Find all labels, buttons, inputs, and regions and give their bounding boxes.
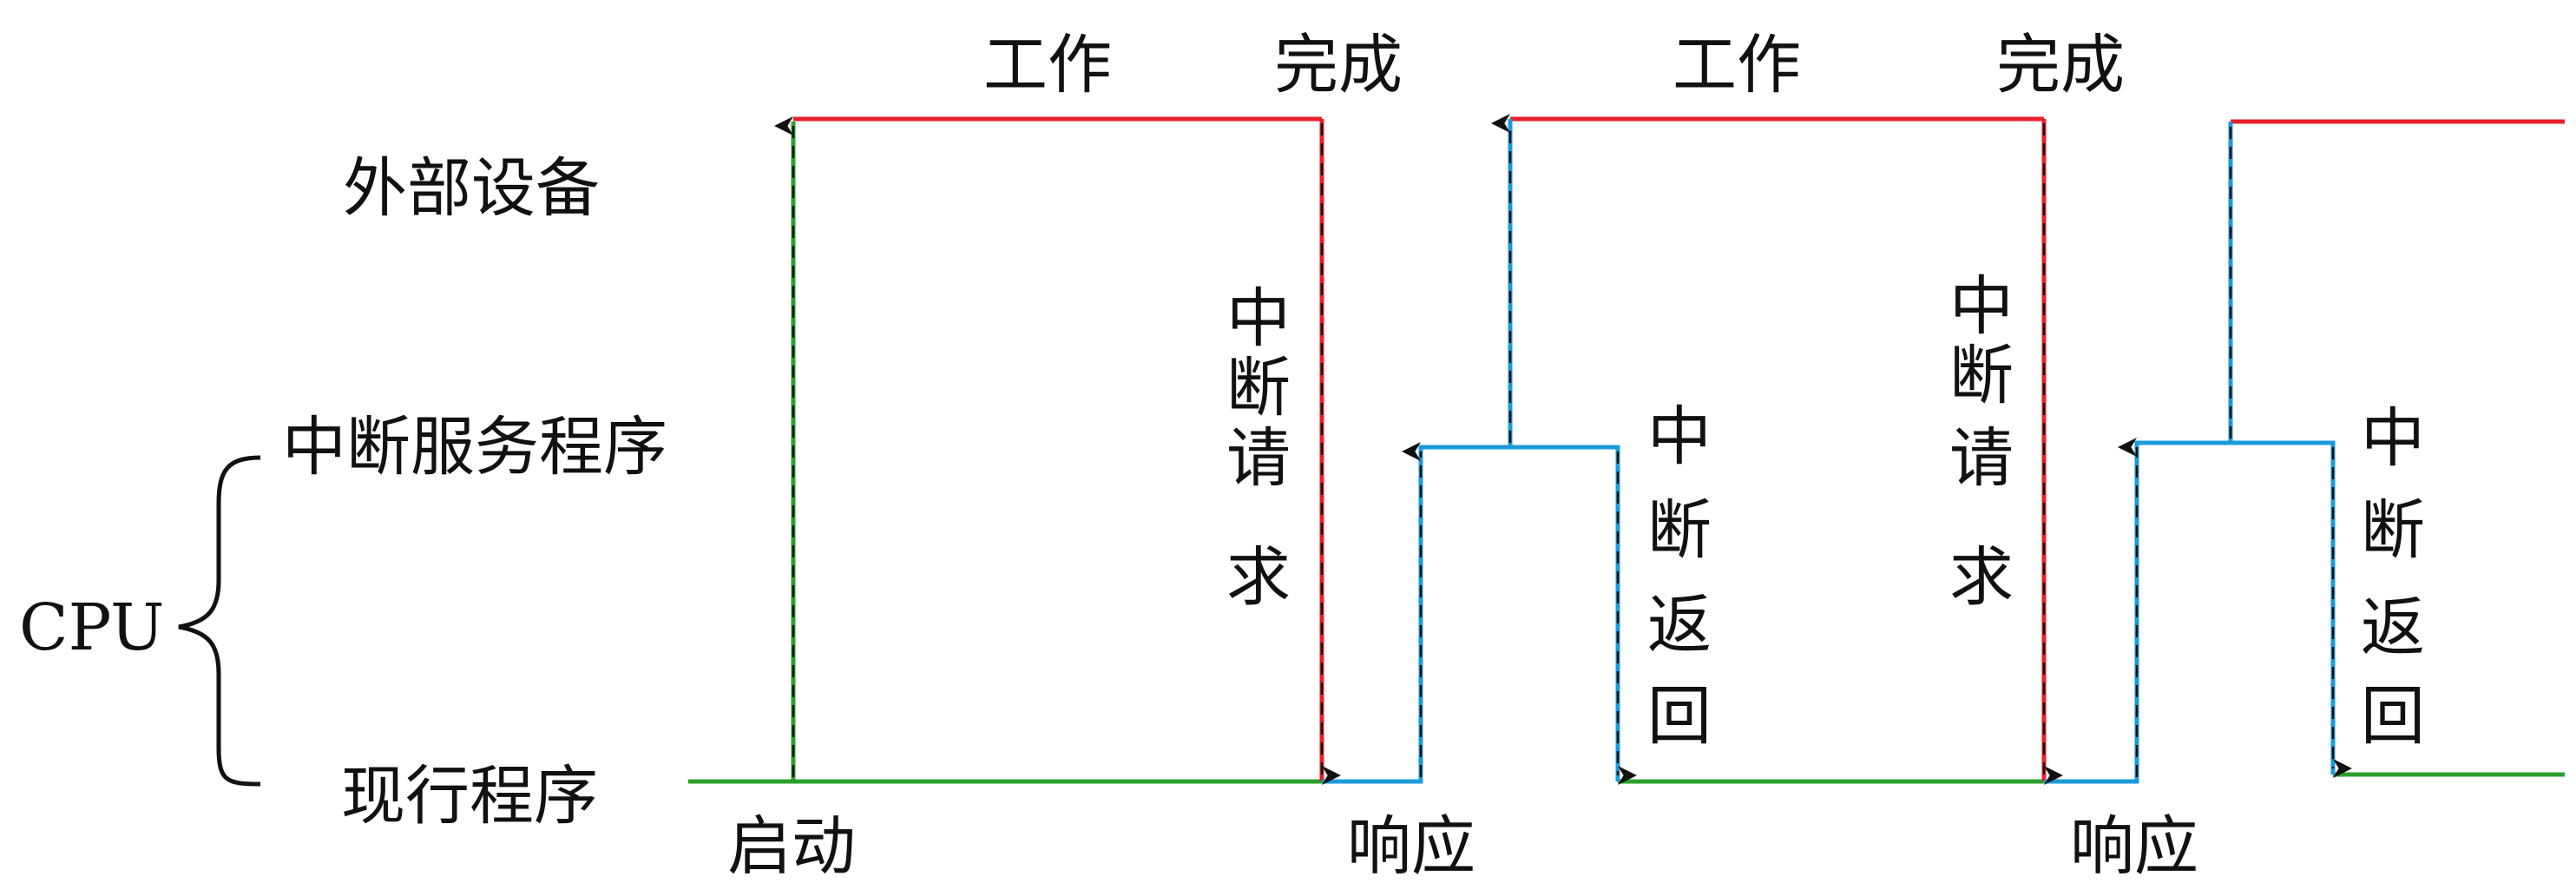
isr-path-1 [1322,445,1620,784]
vchar: 请 [1226,421,1291,496]
vchar: 中 [1226,281,1291,356]
event-start: 启动 [727,809,856,884]
event-respond-1: 响应 [1347,809,1475,884]
isr-path-2 [2044,440,2336,784]
event-respond-2: 响应 [2070,809,2198,884]
event-done-2: 完成 [1996,28,2125,102]
vchar: 返 [1647,588,1712,663]
label-external-device: 外部设备 [343,151,600,226]
cpu-brace [178,455,261,787]
label-isr: 中断服务程序 [282,410,667,485]
vchar: 断 [1647,493,1712,568]
vertical-label-interrupt-return-1: 中 断 返 回 [1647,399,1712,754]
vchar: 断 [1949,339,2014,413]
vchar: 断 [1226,351,1291,425]
event-done-1: 完成 [1274,28,1403,102]
vchar: 请 [1949,421,2014,496]
isr-lines [1322,119,2336,784]
label-current-program: 现行程序 [341,759,598,834]
vchar: 求 [1949,540,2014,615]
vchar: 回 [2361,679,2425,754]
vchar: 中 [2361,401,2425,476]
vchar: 返 [2361,590,2425,665]
vertical-label-interrupt-request-1: 中 断 请 求 [1226,281,1291,615]
event-work-2: 工作 [1672,28,1801,102]
vchar: 中 [1647,399,1712,474]
signal-arrows [774,114,2352,785]
vchar: 求 [1226,540,1291,615]
vertical-label-interrupt-request-2: 中 断 请 求 [1949,269,2014,615]
vchar: 回 [1647,679,1712,754]
vertical-label-interrupt-return-2: 中 断 返 回 [2361,401,2425,754]
event-work-1: 工作 [983,28,1112,102]
current-program-lines [688,122,2565,784]
vchar: 中 [1949,269,2014,344]
vchar: 断 [2361,493,2425,568]
label-cpu: CPU [19,590,164,665]
